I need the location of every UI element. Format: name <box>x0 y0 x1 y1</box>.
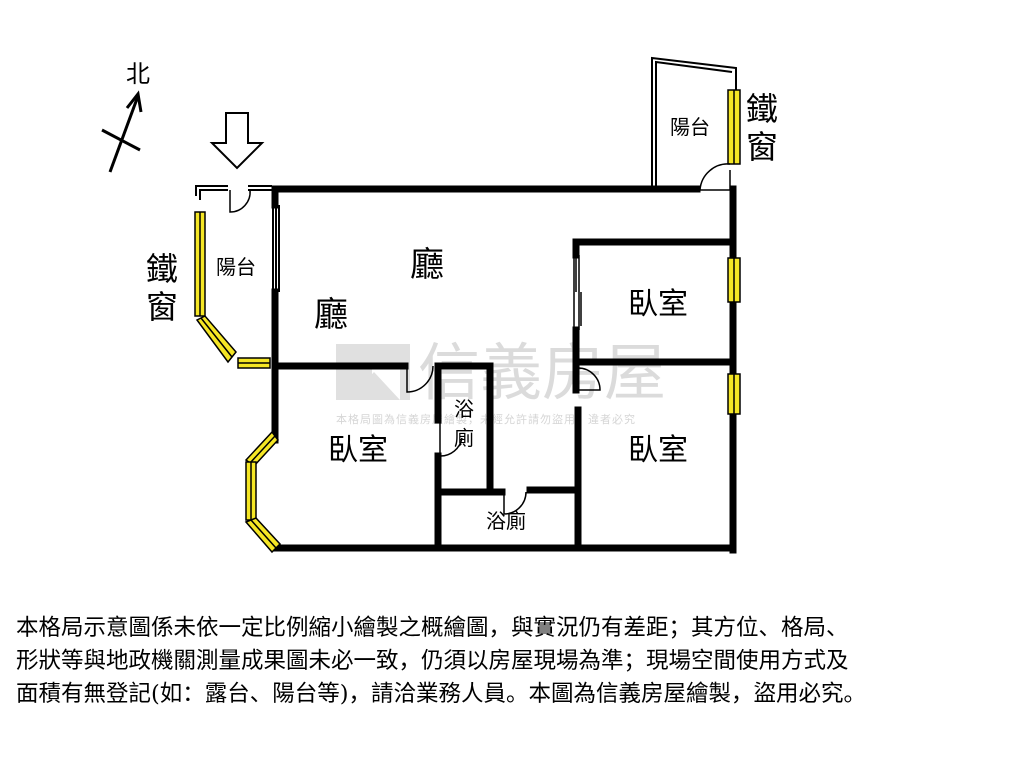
floor-plan: 信義房屋 本格局圖為信義房屋繪製，未經允許請勿盜用，違者必究 北 <box>101 56 778 554</box>
room-bath-inner-2: 廁 <box>454 426 474 450</box>
room-bath-south: 浴廁 <box>486 509 526 533</box>
room-bedroom-sw: 臥室 <box>328 433 388 468</box>
watermark: 信義房屋 本格局圖為信義房屋繪製，未經允許請勿盜用，違者必究 <box>336 336 666 426</box>
room-living-2: 廳 <box>314 295 348 335</box>
compass-label: 北 <box>126 60 150 88</box>
ne-bedroom-door <box>573 255 582 330</box>
interior-doors <box>406 365 601 515</box>
northeast-iron-window <box>727 89 741 165</box>
disclaimer-line: 形狀等與地政機關測量成果圖未必一致，仍須以房屋現場為準；現場空間使用方式及 <box>16 648 849 674</box>
room-balcony-northeast: 陽台 <box>670 115 710 139</box>
walls <box>271 185 737 554</box>
room-bedroom-se: 臥室 <box>628 433 688 468</box>
sw-bay-window <box>244 430 282 554</box>
north-arrow-icon <box>101 90 143 173</box>
watermark-logo-icon <box>336 344 410 400</box>
watermark-notice: 本格局圖為信義房屋繪製，未經允許請勿盜用，違者必究 <box>336 412 636 426</box>
window-label-ne-1: 鐵 <box>746 90 778 128</box>
disclaimer-line: 面積有無登記(如：露台、陽台等)，請洽業務人員。本圖為信義房屋繪製，盜用必究。 <box>16 681 867 707</box>
entrance-arrow-icon <box>209 112 265 170</box>
balcony-northeast-door <box>699 163 731 191</box>
room-living-1: 廳 <box>410 245 444 285</box>
disclaimer: 本格局示意圖係未依一定比例縮小繪製之概繪圖，與實況仍有差距；其方位、格局、 形狀… <box>16 612 1016 711</box>
window-label-ne-2: 窗 <box>746 128 778 166</box>
balcony-northeast-outline <box>651 56 737 189</box>
watermark-brand: 信義房屋 <box>418 336 666 409</box>
window-label-west-1: 鐵 <box>146 250 178 288</box>
room-bedroom-ne: 臥室 <box>628 287 688 322</box>
west-iron-window <box>194 211 271 369</box>
disclaimer-line: 本格局示意圖係未依一定比例縮小繪製之概繪圖，與實況仍有差距；其方位、格局、 <box>16 615 849 641</box>
balcony-west-outline <box>195 185 280 292</box>
east-windows <box>727 257 741 415</box>
window-label-west-2: 窗 <box>146 288 178 326</box>
room-balcony-west: 陽台 <box>216 255 256 279</box>
entrance-door <box>229 189 251 213</box>
room-bath-inner-1: 浴 <box>454 397 474 421</box>
